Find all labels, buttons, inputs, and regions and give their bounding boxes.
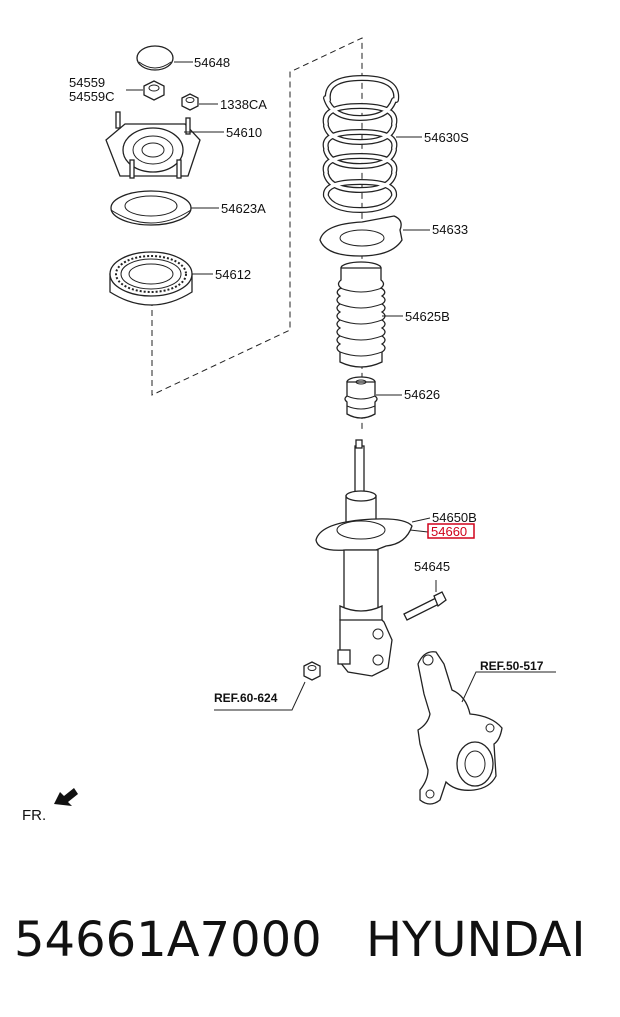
nut-ref-60-624 bbox=[303, 661, 321, 681]
spring-seat-54633 bbox=[319, 215, 403, 257]
label-1338ca: 1338CA bbox=[220, 97, 267, 112]
label-54630s: 54630S bbox=[424, 130, 469, 145]
label-54633: 54633 bbox=[432, 222, 468, 237]
label-ref-50-517: REF.50-517 bbox=[480, 659, 544, 673]
coil-spring-54630s bbox=[322, 74, 400, 214]
label-54660: 54660 bbox=[431, 524, 467, 539]
bolt-54645 bbox=[403, 591, 447, 621]
label-54559: 54559 bbox=[69, 75, 105, 90]
nut-54559 bbox=[143, 80, 165, 101]
label-54623a: 54623A bbox=[221, 201, 266, 216]
label-fr: FR. bbox=[22, 807, 46, 824]
label-54648: 54648 bbox=[194, 55, 230, 70]
highlight-box-54660 bbox=[427, 523, 475, 539]
brand-name: HYUNDAI bbox=[366, 912, 586, 968]
dust-boot-54625b bbox=[336, 261, 386, 368]
label-54645: 54645 bbox=[414, 559, 450, 574]
nut-1338ca bbox=[181, 93, 199, 111]
cap-54648 bbox=[136, 45, 174, 71]
label-54610: 54610 bbox=[226, 125, 262, 140]
strut-assembly-diagram: 54648 54559 54559C 1338CA 54610 54623A bbox=[22, 37, 556, 824]
bump-stop-54626 bbox=[344, 376, 378, 419]
spring-pad-54623a bbox=[110, 190, 192, 226]
front-direction-arrow-icon bbox=[54, 788, 78, 806]
strut-assembly-54660 bbox=[315, 439, 413, 677]
label-54625b: 54625B bbox=[405, 309, 450, 324]
label-54626: 54626 bbox=[404, 387, 440, 402]
label-ref-60-624: REF.60-624 bbox=[214, 691, 278, 705]
part-footer: 54661A7000 HYUNDAI bbox=[0, 900, 620, 980]
part-number: 54661A7000 bbox=[14, 912, 322, 968]
bearing-54612 bbox=[109, 251, 193, 306]
steering-knuckle-ref-50-517 bbox=[417, 651, 503, 805]
label-54612: 54612 bbox=[215, 267, 251, 282]
strut-mount-54610 bbox=[105, 111, 201, 179]
label-54650b: 54650B bbox=[432, 510, 477, 525]
label-54559c: 54559C bbox=[69, 89, 115, 104]
